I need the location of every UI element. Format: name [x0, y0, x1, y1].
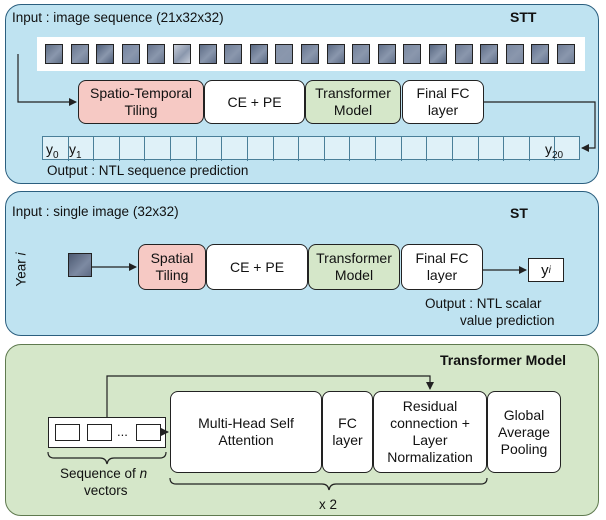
output-cell — [427, 137, 453, 161]
multi-head-self-attention-box: Multi-Head Self Attention — [170, 391, 322, 473]
image-tile — [480, 44, 499, 64]
image-tile — [326, 44, 345, 64]
residual-layernorm-box: Residual connection + Layer Normalizatio… — [373, 391, 487, 473]
output-cell — [530, 137, 556, 161]
y20-label: y20 — [545, 141, 564, 161]
spatial-tiling-box: Spatial Tiling — [138, 244, 206, 290]
sequence-label-line2: vectors — [84, 483, 128, 498]
image-tile — [147, 44, 166, 64]
image-tile — [301, 44, 319, 64]
image-tile — [275, 44, 294, 64]
vector-sequence: ... — [48, 417, 166, 448]
output-cell — [222, 137, 248, 161]
image-tile — [557, 44, 575, 64]
output-cell — [197, 137, 223, 161]
st-output-label-line1: Output : NTL scalar — [425, 296, 542, 311]
output-cell — [350, 137, 377, 161]
image-tile — [45, 44, 63, 64]
output-cell — [69, 137, 95, 161]
output-cell — [94, 137, 120, 161]
stt-output-label: Output : NTL sequence prediction — [47, 163, 249, 178]
image-tile — [173, 44, 191, 64]
vector-2 — [87, 424, 112, 441]
st-output-label-line2: value prediction — [460, 313, 555, 328]
image-tile — [249, 44, 268, 64]
output-cell — [171, 137, 197, 161]
output-cell — [479, 137, 505, 161]
output-cell — [453, 137, 479, 161]
image-tile — [96, 44, 115, 64]
output-cell — [504, 137, 530, 161]
sequence-label-line1: Sequence of n — [60, 466, 148, 481]
y0-label: y0 — [46, 141, 59, 161]
fc-layer-box: FC layer — [322, 391, 373, 473]
stt-input-label: Input : image sequence (21x32x32) — [12, 10, 224, 25]
output-cell — [274, 137, 300, 161]
image-tile — [531, 44, 550, 64]
ce-pe-box: CE + PE — [204, 80, 305, 124]
y1-label: y1 — [69, 141, 82, 161]
image-tile — [198, 44, 217, 64]
image-tile — [377, 44, 396, 64]
spatio-temporal-tiling-box: Spatio-Temporal Tiling — [78, 80, 204, 124]
repeat-label: x 2 — [319, 497, 338, 512]
single-image — [68, 253, 92, 277]
vector-ellipsis: ... — [117, 424, 128, 439]
image-tile — [352, 44, 371, 64]
vector-1 — [55, 424, 80, 441]
image-tile — [121, 44, 140, 64]
image-tile — [429, 44, 447, 64]
output-sequence-bar: y0 y1 y20 — [42, 136, 580, 161]
output-cell — [120, 137, 146, 161]
image-tile — [224, 44, 243, 64]
output-cell — [145, 137, 172, 161]
output-cell — [248, 137, 274, 161]
output-cell — [376, 137, 402, 161]
year-label: Year i — [13, 252, 29, 287]
final-fc-layer-box: Final FC layer — [402, 80, 484, 124]
st-transformer-model-box: Transformer Model — [308, 244, 400, 290]
output-cell — [43, 137, 69, 161]
image-tile — [454, 44, 473, 64]
output-cell — [299, 137, 325, 161]
st-ce-pe-box: CE + PE — [206, 244, 308, 290]
transformer-title: Transformer Model — [440, 352, 567, 368]
global-average-pooling-box: Global Average Pooling — [487, 391, 561, 473]
output-cell — [325, 137, 351, 161]
image-tile — [403, 44, 422, 64]
st-final-fc-layer-box: Final FC layer — [401, 244, 483, 290]
stt-title: STT — [510, 9, 537, 25]
st-title: ST — [510, 205, 528, 221]
transformer-model-box: Transformer Model — [305, 80, 401, 124]
image-sequence-strip — [37, 37, 585, 71]
image-tile — [505, 44, 524, 64]
st-input-label: Input : single image (32x32) — [12, 204, 179, 219]
vector-n — [136, 424, 161, 441]
image-tile — [70, 44, 89, 64]
output-cell — [402, 137, 428, 161]
